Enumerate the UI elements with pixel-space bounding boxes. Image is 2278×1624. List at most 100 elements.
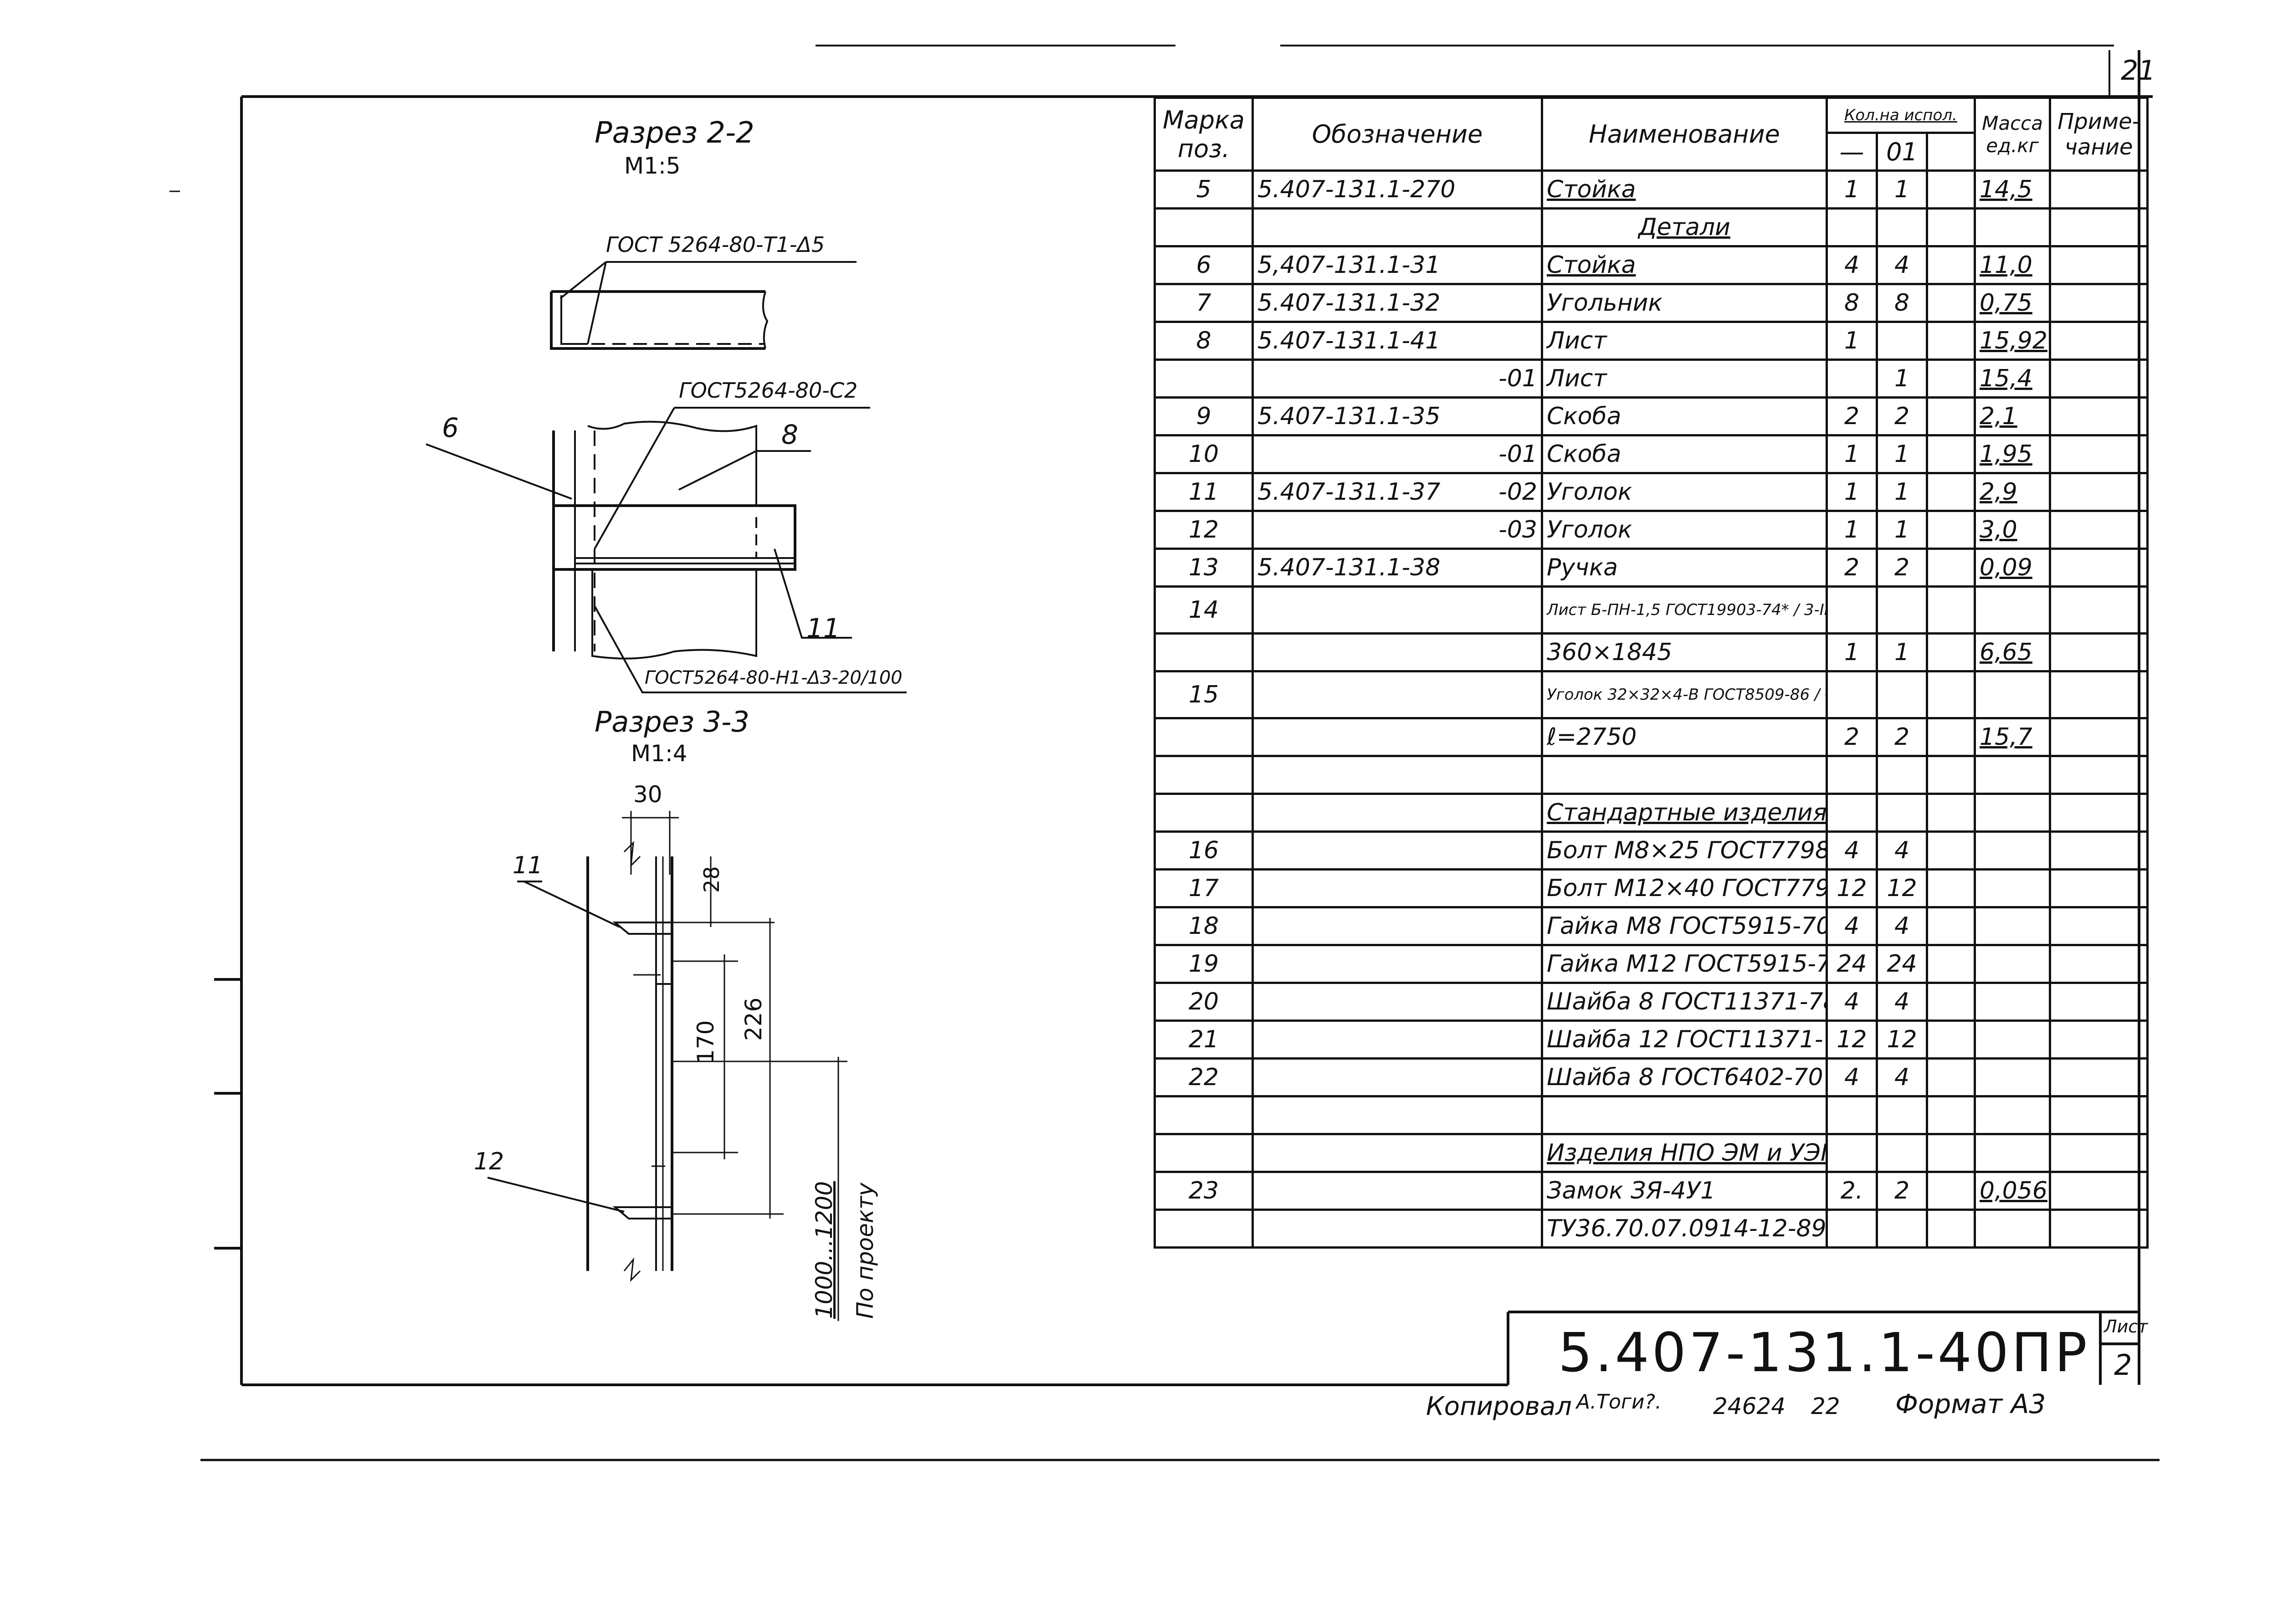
spec-name: Лист Б-ПН-1,5 ГОСТ19903-74* / 3-III-Ст3к… [1541, 585, 1828, 635]
spec-name: Стойка [1541, 245, 1828, 285]
spec-pos: 12 [1154, 510, 1254, 550]
spec-qty-01 [1876, 321, 1928, 361]
spec-qty-01: 2 [1876, 1171, 1928, 1211]
spec-qty-blank [1925, 1209, 1976, 1249]
spec-qty-base: 4 [1826, 1057, 1878, 1097]
spec-name: Скоба [1541, 396, 1828, 436]
spec-name: Уголок 32×32×4-В ГОСТ8509-86 / Ст3кпI-I … [1541, 670, 1828, 719]
spec-qty-blank [1925, 793, 1976, 833]
spec-qty-blank [1925, 169, 1976, 210]
spec-designation [1252, 1209, 1543, 1249]
header-quantity-01: 01 [1876, 132, 1928, 172]
spec-mass [1974, 207, 2052, 247]
spec-note [2049, 830, 2149, 871]
spec-designation: 5.407-131.1-35 [1252, 396, 1543, 436]
spec-mass: 11,0 [1974, 245, 2052, 285]
spec-pos [1154, 207, 1254, 247]
spec-designation [1252, 982, 1543, 1022]
spec-qty-blank [1925, 1133, 1976, 1173]
header-mark-line1: Марка [1163, 105, 1245, 134]
spec-note [2049, 793, 2149, 833]
spec-qty-base [1826, 1133, 1878, 1173]
spec-qty-01 [1876, 1133, 1928, 1173]
spec-designation [1252, 670, 1543, 719]
spec-name: 360×1845 [1541, 632, 1828, 672]
spec-pos: 14 [1154, 585, 1254, 635]
spec-pos [1154, 359, 1254, 399]
spec-qty-base: 4 [1826, 982, 1878, 1022]
spec-qty-blank [1925, 755, 1976, 795]
specification-table: Марка поз. Обозначение Наименование Кол.… [1154, 97, 2149, 1249]
spec-row: Детали [1154, 207, 2149, 247]
dimension-226: 226 [740, 997, 767, 1041]
spec-qty-base: 12 [1826, 868, 1878, 908]
spec-qty-blank [1925, 868, 1976, 908]
header-mark-line2: поз. [1177, 134, 1230, 163]
spec-name: Болт М12×40 ГОСТ7798-70 [1541, 868, 1828, 908]
spec-designation [1252, 632, 1543, 672]
spec-qty-base: 2 [1826, 396, 1878, 436]
spec-qty-blank [1925, 548, 1976, 588]
spec-pos: 7 [1154, 283, 1254, 323]
spec-mass [1974, 585, 2052, 635]
spec-designation [1252, 1171, 1543, 1211]
spec-row [1154, 755, 2149, 795]
header-quantity: Кол.на испол. [1825, 97, 1976, 134]
spec-pos [1154, 717, 1254, 757]
section-2-2-scale: М1:5 [624, 153, 681, 179]
spec-row: 14 Лист Б-ПН-1,5 ГОСТ19903-74* / 3-III-Ст… [1154, 585, 2149, 635]
section-2-2-title: Разрез 2-2 [595, 116, 754, 150]
spec-name: Уголок [1541, 472, 1828, 512]
spec-pos: 20 [1154, 982, 1254, 1022]
spec-pos: 21 [1154, 1019, 1254, 1060]
spec-note [2049, 169, 2149, 210]
spec-qty-01: 24 [1876, 944, 1928, 984]
dimension-170: 170 [693, 1020, 719, 1064]
spec-designation-code: 5,407-131.1-31 [1257, 251, 1441, 279]
header-note-line2: чание [2064, 134, 2133, 160]
spec-name: Болт М8×25 ГОСТ7798-70 [1541, 830, 1828, 871]
spec-mass: 2,1 [1974, 396, 2052, 436]
spec-note [2049, 755, 2149, 795]
dimension-1000-1200: 1000...1200 [811, 1181, 837, 1319]
spec-designation: -01 [1252, 434, 1543, 474]
spec-mass: 15,92 [1974, 321, 2052, 361]
spec-qty-01 [1876, 670, 1928, 719]
position-mark-6: 6 [442, 412, 459, 443]
spec-mass [1974, 1133, 2052, 1173]
spec-qty-blank [1925, 830, 1976, 871]
spec-qty-01 [1876, 755, 1928, 795]
position-mark-8: 8 [781, 419, 798, 450]
spec-pos: 6 [1154, 245, 1254, 285]
spec-note [2049, 944, 2149, 984]
spec-mass: 14,5 [1974, 169, 2052, 210]
spec-note [2049, 717, 2149, 757]
spec-note [2049, 1171, 2149, 1211]
spec-mass: 0,75 [1974, 283, 2052, 323]
footer-order-number-2: 22 [1811, 1393, 1840, 1419]
spec-mass: 2,9 [1974, 472, 2052, 512]
spec-qty-blank [1925, 245, 1976, 285]
spec-designation-code: 5.407-131.1-270 [1257, 176, 1456, 203]
spec-row: Стандартные изделия [1154, 793, 2149, 833]
spec-designation [1252, 717, 1543, 757]
spec-pos: 13 [1154, 548, 1254, 588]
spec-mass [1974, 830, 2052, 871]
spec-note [2049, 396, 2149, 436]
spec-mass: 0,056 [1974, 1171, 2052, 1211]
spec-name: Стойка [1541, 169, 1828, 210]
spec-qty-01 [1876, 1095, 1928, 1135]
spec-pos [1154, 755, 1254, 795]
spec-name: Гайка М8 ГОСТ5915-70 [1541, 906, 1828, 946]
weld-label-c2: ГОСТ5264-80-С2 [679, 378, 858, 403]
spec-name: Изделия НПО ЭМ и УЭМ [1541, 1133, 1828, 1173]
spec-note [2049, 868, 2149, 908]
spec-designation: -01 [1252, 359, 1543, 399]
footer-format: Формат А3 [1895, 1388, 2046, 1419]
